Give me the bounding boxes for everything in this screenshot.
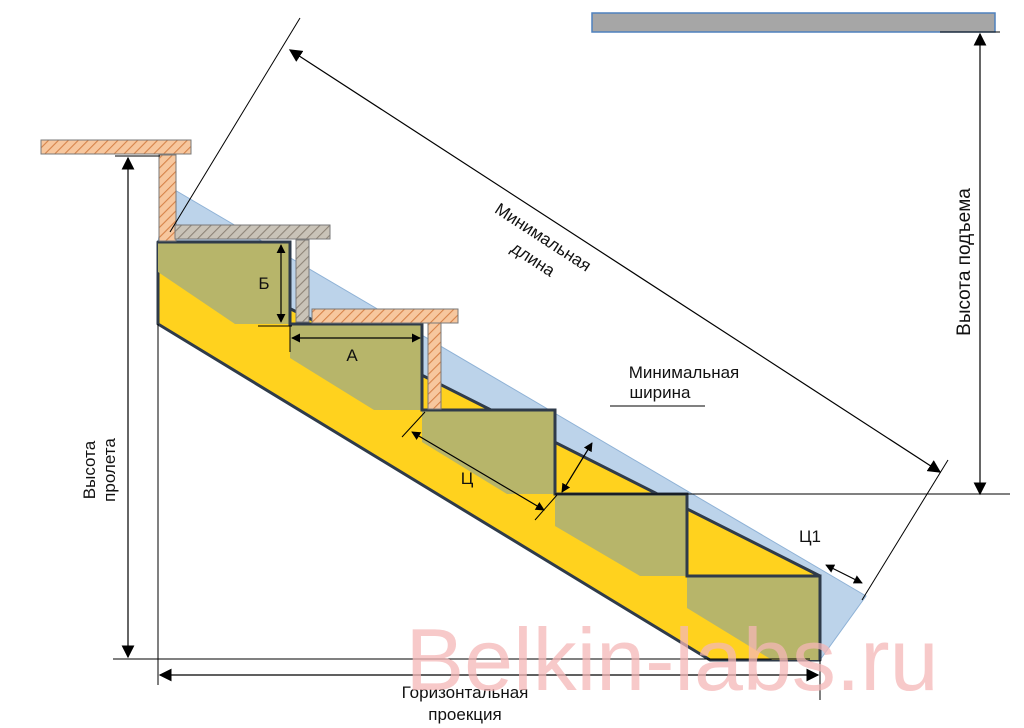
label-min-width-line2: ширина: [630, 383, 691, 402]
label-horizontal-line2: проекция: [428, 705, 501, 724]
label-b: Б: [258, 274, 269, 293]
label-rise-height: Высота подъема: [954, 188, 975, 336]
ts-arrow: [411, 431, 545, 511]
label-ts1: Ц1: [799, 527, 821, 546]
label-flight-height-line1: Высота: [80, 440, 99, 499]
step-1: [158, 242, 290, 324]
label-flight-height-line2: пролета: [100, 438, 119, 502]
step-4: [555, 494, 687, 576]
ref-line-bottom: [861, 459, 949, 601]
riser-board-2: [427, 322, 442, 410]
watermark: Belkin-labs.ru: [405, 610, 938, 709]
label-min-width-line1: Минимальная: [629, 363, 740, 382]
ref-line-top: [169, 17, 301, 233]
min-length-arrow: [288, 49, 942, 473]
ref-line-ts-right: [534, 494, 558, 521]
tread-board-1: [174, 224, 331, 240]
riser-board-1: [295, 239, 310, 323]
ts1-arrow: [825, 564, 863, 584]
min-width-arrow: [561, 442, 593, 493]
upper-ceiling-beam: [158, 154, 177, 242]
label-horizontal-line1: Горизонтальная: [402, 683, 529, 702]
label-a: А: [346, 346, 358, 365]
upper-ceiling-slab: [40, 139, 192, 155]
step-5: [687, 576, 820, 660]
label-ts: Ц: [461, 469, 474, 488]
tread-board-2: [311, 308, 459, 324]
upper-floor-slab: [591, 12, 996, 33]
